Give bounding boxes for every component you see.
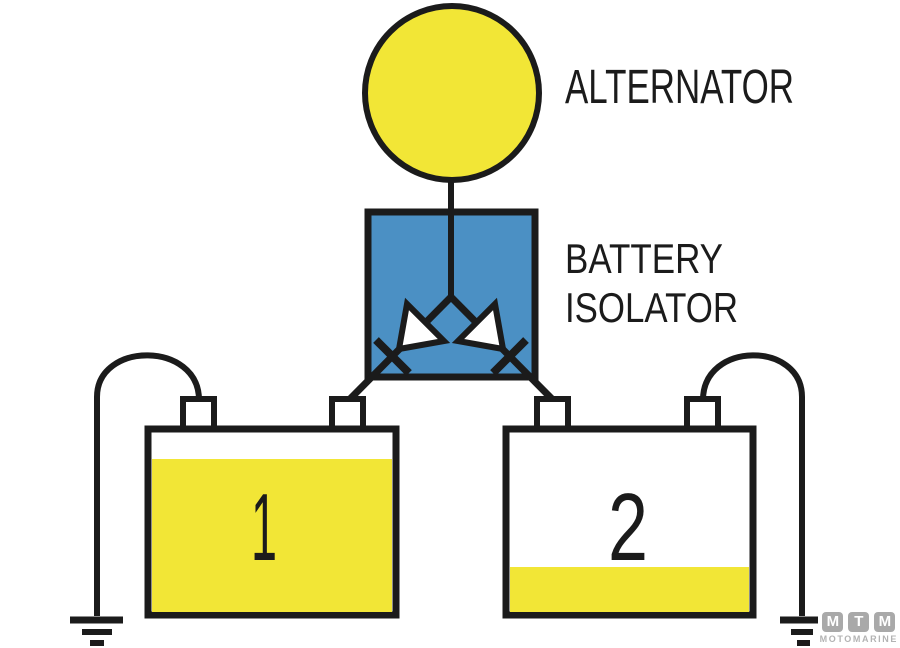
battery-isolator-label-line2: ISOLATOR	[565, 284, 738, 331]
alternator-shape	[362, 3, 542, 183]
diode-right-cathode-bar	[490, 337, 529, 376]
diode-left	[373, 297, 451, 376]
battery2-terminal-right	[684, 396, 721, 432]
battery-1-label: 1	[251, 474, 277, 581]
battery-2-label: 2	[608, 474, 648, 581]
battery-1: 1	[144, 425, 400, 619]
ground-symbol-left	[70, 616, 123, 646]
watermark-letter-box: M	[822, 612, 844, 632]
diode-right-triangle	[451, 297, 507, 353]
watermark-logo: M T M MOTOMARINE	[820, 612, 898, 644]
watermark-letter-row: M T M	[822, 612, 896, 632]
battery-2-charge-level	[510, 567, 749, 612]
battery2-terminal-left	[534, 396, 571, 432]
diode-left-triangle	[395, 297, 451, 353]
watermark-letter-box: M	[874, 612, 896, 632]
battery-2: 2	[502, 425, 757, 619]
diode-right	[451, 297, 529, 376]
alternator-label: ALTERNATOR	[565, 61, 794, 114]
battery1-terminal-right	[329, 396, 366, 432]
battery-isolator-label-line1: BATTERY	[565, 235, 723, 282]
ground-symbol-right	[780, 616, 818, 646]
battery-1-charge-level	[152, 459, 392, 612]
battery1-terminal-left	[180, 396, 217, 432]
diode-left-cathode-bar	[373, 337, 412, 376]
wire-battery1-ground	[94, 352, 202, 616]
watermark-name: MOTOMARINE	[819, 634, 898, 644]
watermark-letter-box: T	[848, 612, 870, 632]
wire-battery2-ground	[700, 352, 805, 616]
